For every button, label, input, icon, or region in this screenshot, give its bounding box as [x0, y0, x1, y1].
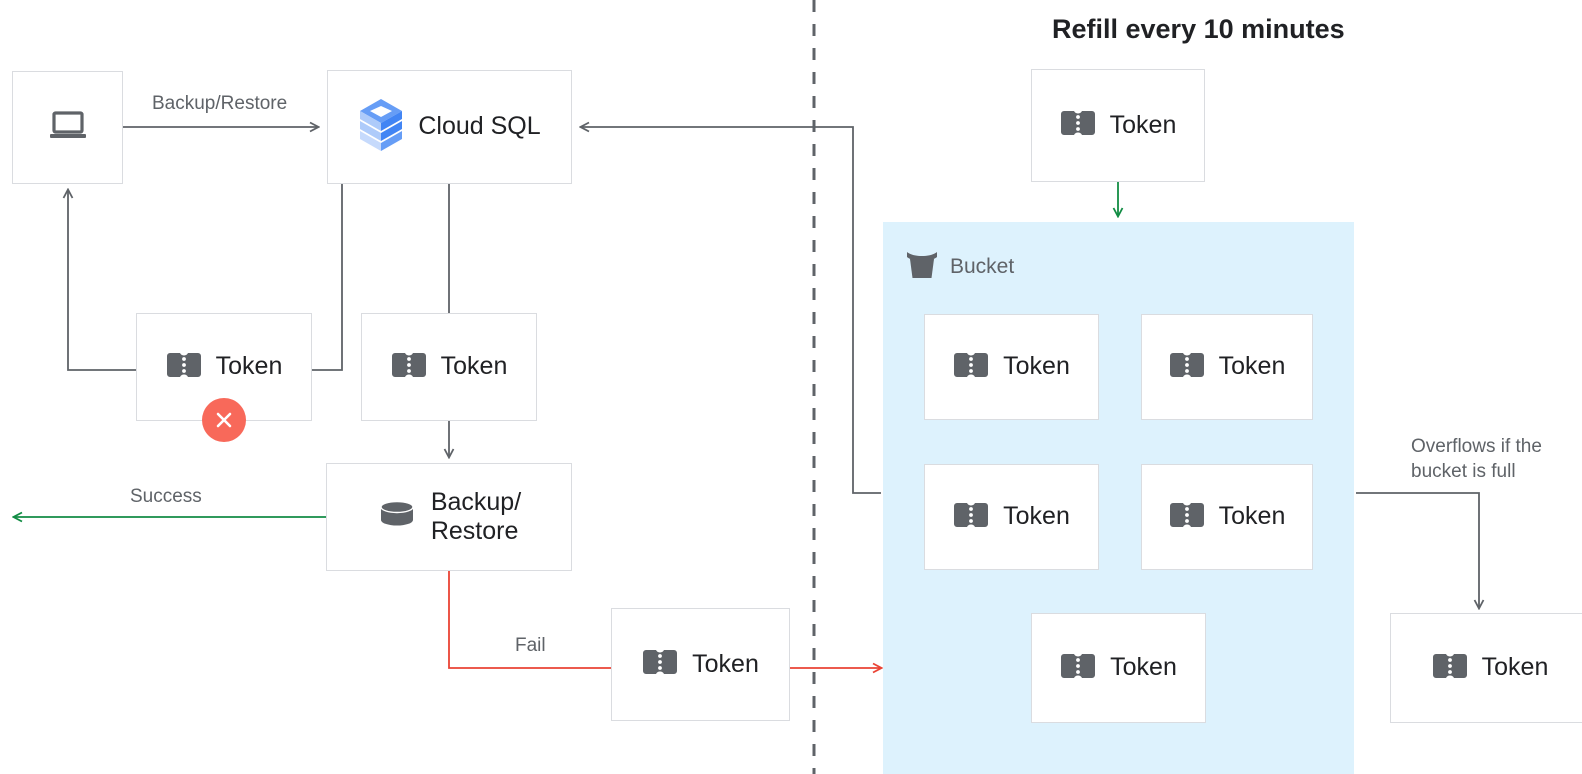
bucket-title: Bucket	[905, 249, 1014, 284]
node-bucket-token-2-label: Token	[1003, 502, 1070, 531]
node-bucket-token-1[interactable]: Token	[1141, 314, 1313, 420]
node-token-rejected-label: Token	[215, 352, 283, 381]
node-token-refill[interactable]: Token	[1031, 69, 1205, 182]
node-backup-restore-label: Backup/ Restore	[430, 487, 522, 546]
node-bucket-token-1-label: Token	[1218, 352, 1286, 381]
token-icon	[166, 350, 202, 385]
node-token-fail-label: Token	[692, 649, 759, 678]
edge-label-overflow: Overflows if the bucket is full	[1411, 436, 1542, 482]
node-bucket-token-0-label: Token	[1003, 352, 1070, 381]
bucket-icon	[905, 249, 939, 284]
token-icon	[391, 350, 427, 385]
edge-label-fail: Fail	[515, 635, 546, 656]
node-cloud-sql-label: Cloud SQL	[418, 112, 541, 141]
token-icon	[953, 500, 989, 535]
token-icon	[1060, 651, 1096, 686]
node-bucket-token-4[interactable]: Token	[1031, 613, 1206, 723]
node-bucket-token-3[interactable]: Token	[1141, 464, 1313, 570]
page-title: Refill every 10 minutes	[1052, 14, 1345, 44]
node-bucket-token-0[interactable]: Token	[924, 314, 1099, 420]
node-bucket-token-3-label: Token	[1218, 502, 1286, 531]
token-icon	[1060, 108, 1096, 143]
node-backup-restore[interactable]: Backup/ Restore	[326, 463, 572, 571]
node-token-refill-label: Token	[1109, 110, 1177, 139]
node-bucket-token-2[interactable]: Token	[924, 464, 1099, 570]
bucket-title-label: Bucket	[950, 254, 1015, 278]
laptop-icon	[48, 109, 88, 146]
node-token-consumed-label: Token	[440, 352, 508, 381]
edge-bucket-overflow	[1356, 492, 1479, 608]
error-x-badge	[202, 398, 246, 442]
node-cloud-sql[interactable]: Cloud SQL	[327, 70, 572, 184]
token-icon	[1432, 651, 1468, 686]
edge-bucket-to-cloudsql	[581, 127, 881, 494]
node-token-fail[interactable]: Token	[611, 608, 790, 721]
node-token-overflow-label: Token	[1481, 653, 1549, 682]
node-token-overflow[interactable]: Token	[1390, 613, 1582, 723]
edge-label-backup-restore: Backup/Restore	[152, 93, 288, 114]
close-icon	[216, 412, 232, 428]
node-token-consumed[interactable]: Token	[361, 313, 537, 421]
token-icon	[953, 350, 989, 385]
token-icon	[642, 647, 678, 682]
node-client[interactable]	[12, 71, 123, 184]
node-bucket-token-4-label: Token	[1110, 653, 1177, 682]
database-icon	[377, 498, 417, 537]
token-icon	[1169, 350, 1205, 385]
edge-label-success: Success	[130, 486, 202, 507]
token-icon	[1169, 500, 1205, 535]
cloud-sql-icon	[358, 97, 404, 158]
